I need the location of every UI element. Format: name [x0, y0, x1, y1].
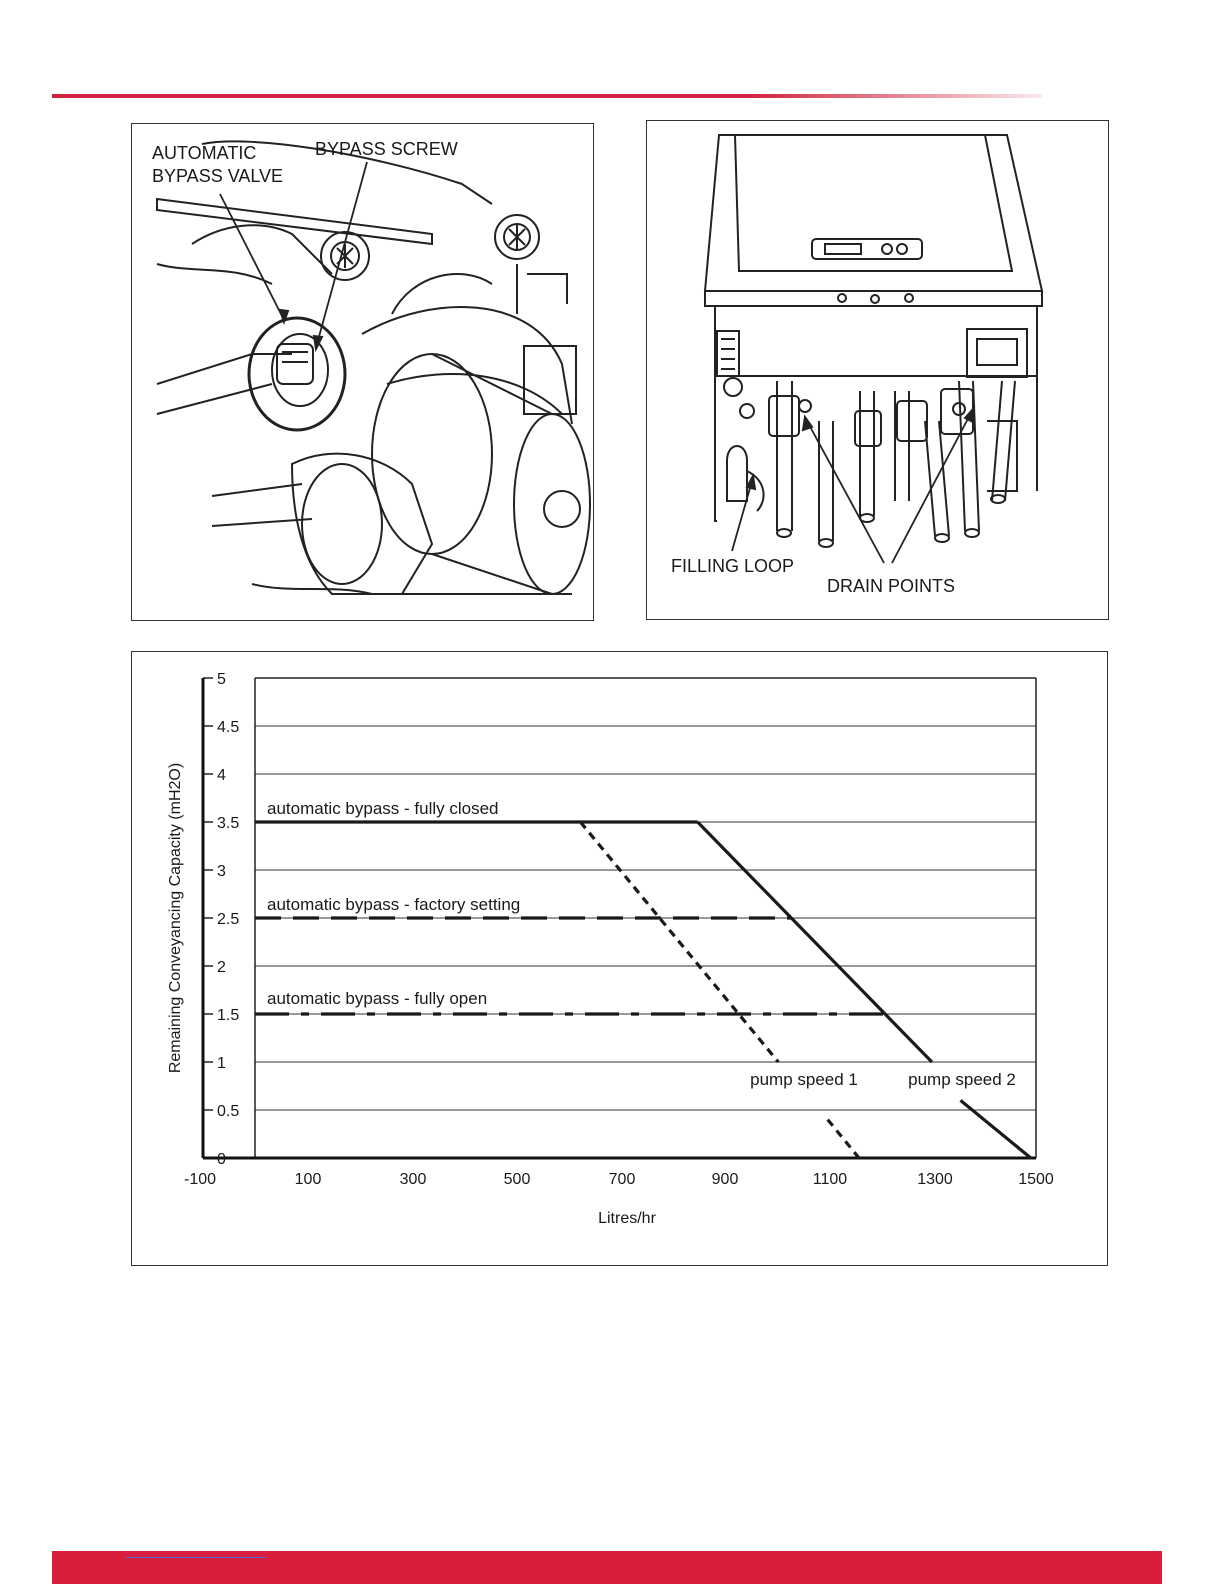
y-tick-label-2: 1 [217, 1055, 226, 1072]
chart-labels: 0 0.5 1 1.5 2 2.5 3 3.5 4 4.5 5 -100 100 300 500 700 900… [167, 671, 1054, 1227]
pump-performance-chart: 0 0.5 1 1.5 2 2.5 3 3.5 4 4.5 5 -100 100 300 500 700 900… [131, 651, 1108, 1266]
y-tick-label-1: 0.5 [217, 1103, 239, 1120]
y-tick-label-6: 3 [217, 863, 226, 880]
footer-link-underline [126, 1557, 266, 1558]
y-tick-label-8: 4 [217, 767, 226, 784]
x-tick-label-1: 100 [295, 1171, 322, 1188]
x-axis-title: Litres/hr [598, 1210, 656, 1227]
y-tick-label-3: 1.5 [217, 1007, 239, 1024]
automatic-bypass-valve-label: AUTOMATIC BYPASS VALVE [152, 143, 284, 186]
y-tick-label-5: 2.5 [217, 911, 239, 928]
x-tick-label-8: 1500 [1018, 1171, 1054, 1188]
header-rule [52, 94, 1042, 98]
series-line-3-1 [826, 1118, 861, 1160]
y-tick-label-0: 0 [217, 1151, 226, 1168]
boiler-illustration [703, 134, 1044, 564]
x-tick-label-6: 1100 [813, 1171, 848, 1188]
x-tick-label-7: 1300 [917, 1171, 953, 1188]
y-tick-label-4: 2 [217, 959, 226, 976]
footer-bar [52, 1551, 1162, 1584]
series-label-4: pump speed 2 [908, 1070, 1016, 1089]
series-line-4-1 [959, 1099, 1032, 1160]
y-tick-label-9: 4.5 [217, 719, 239, 736]
x-tick-label-5: 900 [712, 1171, 739, 1188]
drain-points-label: DRAIN POINTS [827, 576, 956, 596]
x-tick-label-3: 500 [504, 1171, 531, 1188]
series-label-0: automatic bypass - fully closed [267, 799, 499, 818]
chart-series [255, 820, 1032, 1160]
chart-grid [255, 677, 1036, 1111]
x-tick-label-2: 300 [400, 1171, 427, 1188]
filling-loop-label: FILLING LOOP [671, 556, 795, 576]
y-tick-label-10: 5 [217, 671, 226, 688]
bypass-screw-label: BYPASS SCREW [315, 139, 458, 159]
bypass-valve-figure: AUTOMATIC BYPASS VALVE BYPASS SCREW [131, 123, 594, 621]
boiler-drain-figure: FILLING LOOP DRAIN POINTS [646, 120, 1109, 620]
x-tick-label-0: -100 [184, 1171, 216, 1188]
bypass-valve-illustration [156, 140, 591, 595]
series-label-3: pump speed 1 [750, 1070, 858, 1089]
x-tick-label-4: 700 [609, 1171, 636, 1188]
series-line-3-0 [579, 820, 780, 1064]
y-axis-title: Remaining Conveyancing Capacity (mH2O) [167, 763, 184, 1073]
chart-canvas: 0 0.5 1 1.5 2 2.5 3 3.5 4 4.5 5 -100 100 300 500 700 900… [167, 671, 1054, 1227]
y-tick-label-7: 3.5 [217, 815, 239, 832]
series-line-4-0 [696, 820, 934, 1064]
series-label-1: automatic bypass - factory setting [267, 895, 520, 914]
series-label-2: automatic bypass - fully open [267, 989, 487, 1008]
chart-axes [201, 677, 1037, 1160]
